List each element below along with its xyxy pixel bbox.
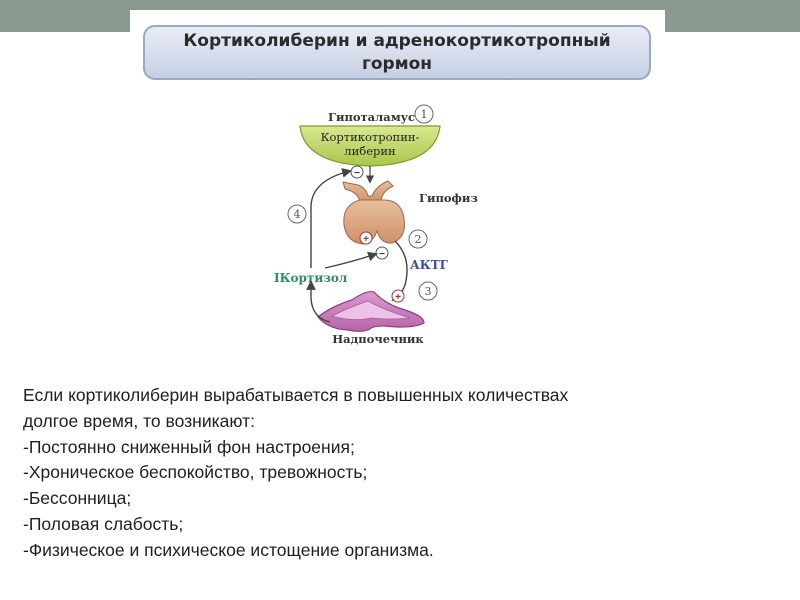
adrenal-label: Надпочечник: [332, 332, 424, 346]
plus-sign: +: [395, 292, 401, 303]
cortisol-feedback-loop-arrow: [310, 168, 352, 268]
releasing-hormone-label-line2: либерин: [344, 144, 396, 158]
symptom-list-item: -Бессонница;: [23, 488, 132, 509]
symptom-list-item: -Постоянно сниженный фон настроения;: [23, 436, 355, 457]
hypothalamus-label: Гипоталамус: [328, 110, 415, 124]
step-3-marker: 3: [418, 281, 438, 301]
pituitary-shape: [343, 199, 405, 245]
minus-sign: −: [354, 168, 360, 179]
body-text: Если кортиколиберин вырабатывается в пов…: [23, 383, 743, 564]
step-2-number: 2: [415, 233, 422, 246]
cortisol-label: IКортизол: [274, 271, 348, 285]
pituitary-label: Гипофиз: [419, 191, 478, 205]
step-4-number: 4: [294, 208, 301, 221]
body-line: Если кортиколиберин вырабатывается в пов…: [23, 385, 569, 405]
hypothalamus-shape: [299, 125, 441, 167]
plus-sign: +: [363, 234, 369, 245]
symptom-list-item: -Физическое и психическое истощение орга…: [23, 539, 434, 560]
acth-label: АКТГ: [410, 258, 449, 272]
symptom-list-item: -Половая слабость;: [23, 513, 184, 534]
step-1-number: 1: [421, 108, 428, 121]
pituitary-stalk: [342, 180, 394, 203]
step-3-number: 3: [425, 285, 432, 298]
body-line: долгое время, то возникают:: [23, 410, 255, 431]
pituitary-minus-marker: −: [375, 246, 389, 260]
adrenal-medulla: [330, 300, 411, 320]
step-2-marker: 2: [408, 229, 428, 249]
cortisol-pituitary-feedback-arrow: [324, 251, 378, 269]
cortisol-arrow: [306, 280, 331, 323]
hypothalamus-minus-marker: −: [350, 165, 364, 179]
step-1-marker: 1: [414, 104, 434, 124]
slide-title: Кортиколиберин и адренокортикотропный го…: [183, 30, 611, 74]
releasing-hormone-label-line1: Кортикотропин-: [321, 130, 420, 144]
slide-title-box: Кортиколиберин и адренокортикотропный го…: [143, 25, 651, 80]
symptom-list-item: -Хроническое беспокойство, тревожность;: [23, 462, 368, 483]
adrenal-plus-marker: +: [391, 289, 405, 303]
step-4-marker: 4: [287, 204, 307, 224]
pituitary-plus-marker: +: [359, 231, 373, 245]
minus-sign: −: [379, 249, 385, 260]
